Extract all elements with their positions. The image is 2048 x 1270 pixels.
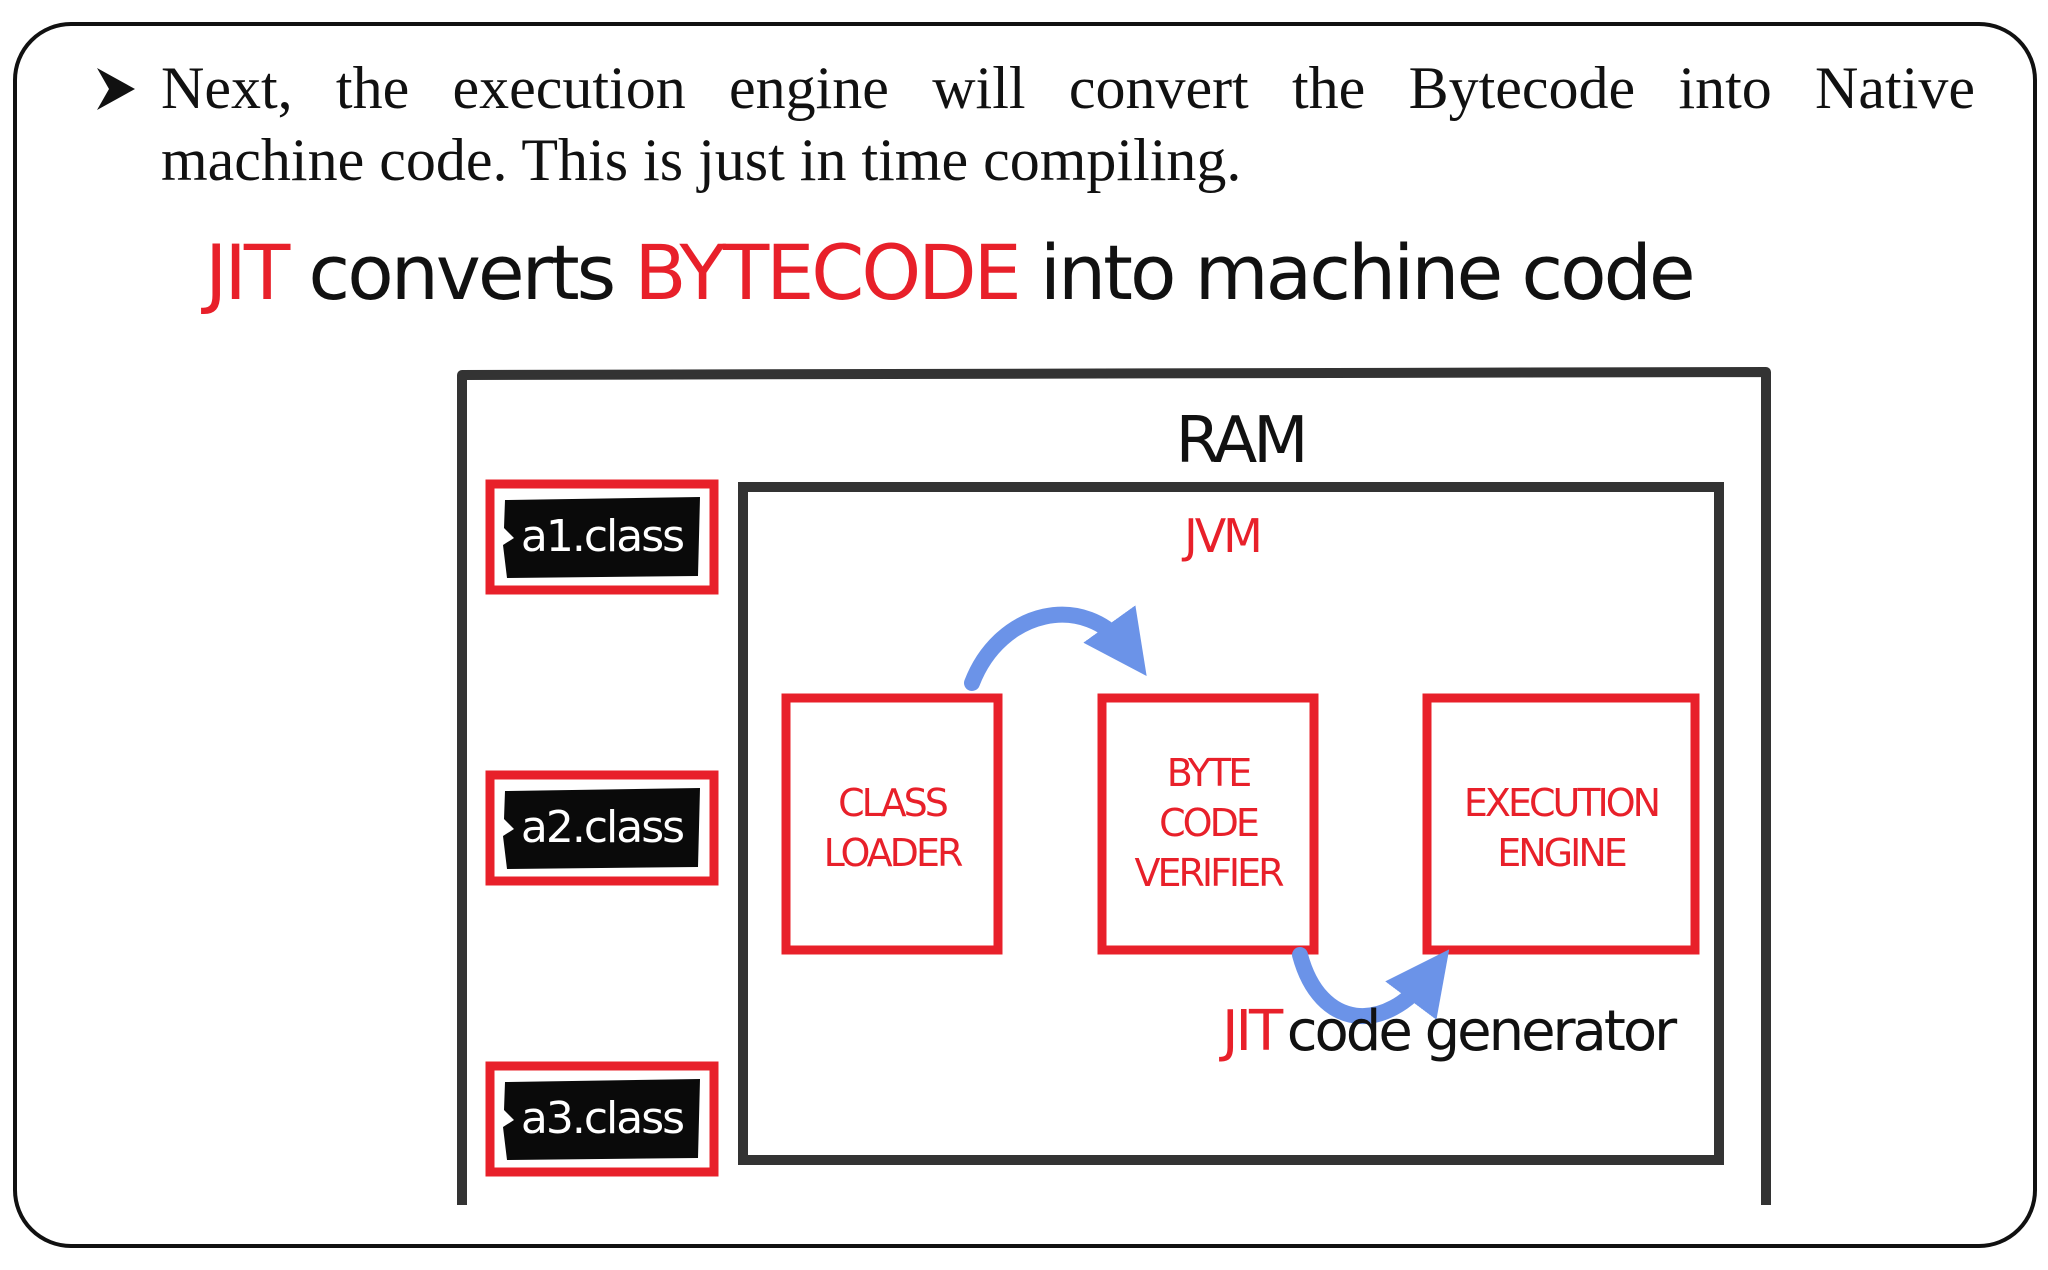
class-loader-line-2: LOADER — [824, 831, 963, 875]
arrow-loader-to-verifier — [964, 605, 1147, 691]
headline-jit: JIT — [205, 228, 290, 317]
class-file-a1: a1.class — [485, 479, 719, 595]
class-loader-line-1: CLASS — [838, 781, 947, 825]
jvm-box — [738, 482, 1724, 1165]
execution-engine-box: EXECUTION ENGINE — [1422, 693, 1700, 955]
verifier-line-2: CODE — [1159, 801, 1258, 845]
headline-machine-code: into machine code — [1018, 228, 1696, 317]
jvm-label: JVM — [1181, 509, 1260, 563]
slide-frame — [13, 22, 2037, 1248]
class-file-label: a3.class — [521, 1093, 683, 1144]
arrow-verifier-to-engine — [1292, 947, 1450, 1025]
engine-line-1: EXECUTION — [1464, 781, 1658, 825]
jit-label-rest: code generator — [1287, 999, 1678, 1064]
class-file-a2: a2.class — [485, 770, 719, 886]
bullet-text: Next, the execution engine will convert … — [161, 52, 1975, 196]
ram-box — [457, 367, 1771, 1205]
bullet-line-1: Next, the execution engine will convert … — [161, 55, 1975, 121]
arrow-bullet-icon — [97, 68, 135, 110]
verifier-line-3: VERIFIER — [1134, 851, 1284, 895]
bullet-point: Next, the execution engine will convert … — [95, 52, 1975, 196]
verifier-line-1: BYTE — [1167, 751, 1250, 795]
diagram-headline: JIT converts BYTECODE into machine code — [205, 225, 1696, 321]
class-file-label: a2.class — [521, 802, 683, 853]
ram-label: RAM — [1176, 404, 1305, 478]
headline-converts: converts — [287, 228, 635, 317]
class-file-label: a1.class — [521, 511, 683, 562]
jit-label-red: JIT — [1219, 999, 1284, 1064]
headline-bytecode: BYTECODE — [634, 228, 1021, 317]
byte-code-verifier-box: BYTE CODE VERIFIER — [1097, 693, 1319, 955]
class-file-a3: a3.class — [485, 1061, 719, 1177]
class-loader-box: CLASS LOADER — [781, 693, 1003, 955]
bullet-line-2: machine code. This is just in time compi… — [161, 127, 1242, 193]
engine-line-2: ENGINE — [1497, 831, 1626, 875]
